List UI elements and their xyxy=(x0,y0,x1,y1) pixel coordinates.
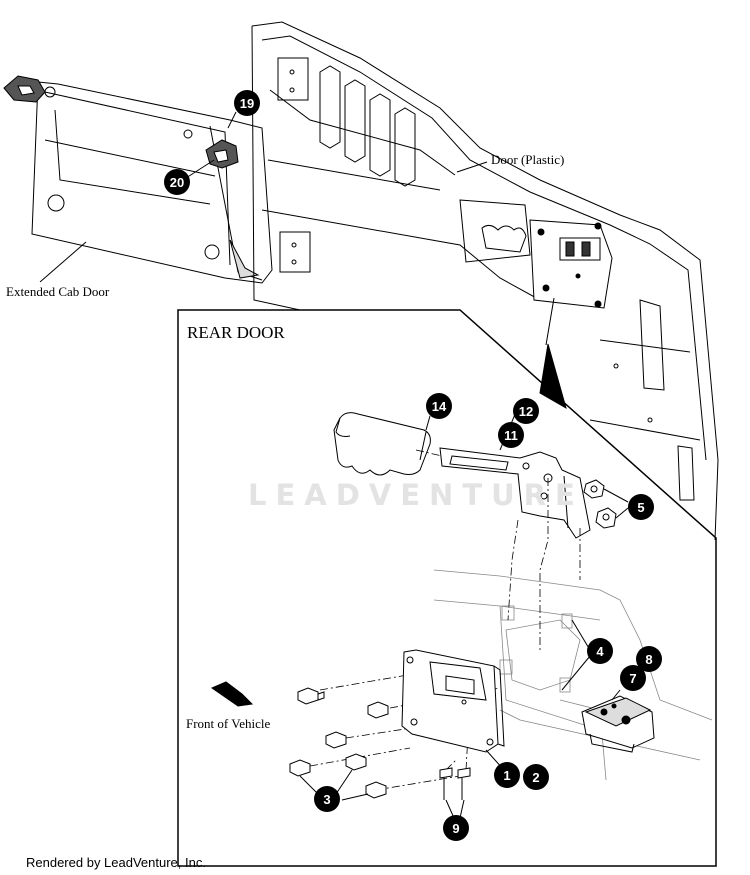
callout-5[interactable]: 5 xyxy=(628,494,654,520)
lever-drawing xyxy=(439,447,591,539)
bracket-drawing xyxy=(401,649,505,753)
inset-title: REAR DOOR xyxy=(187,323,285,342)
callout-9[interactable]: 9 xyxy=(443,815,469,841)
plastic-door-drawing xyxy=(251,21,719,541)
callout-11[interactable]: 11 xyxy=(498,422,524,448)
screw-drawing xyxy=(289,687,471,819)
latch-drawing xyxy=(581,695,655,753)
callout-19[interactable]: 19 xyxy=(234,90,260,116)
footer-credit: Rendered by LeadVenture, Inc. xyxy=(26,855,206,870)
callout-12[interactable]: 12 xyxy=(513,398,539,424)
label-door-plastic: Door (Plastic) xyxy=(491,152,565,167)
callout-7[interactable]: 7 xyxy=(620,665,646,691)
callout-20[interactable]: 20 xyxy=(164,169,190,195)
front-arrow-icon xyxy=(210,681,254,707)
callout-1[interactable]: 1 xyxy=(494,762,520,788)
key-fob-drawing xyxy=(3,75,239,169)
callout-3[interactable]: 3 xyxy=(314,786,340,812)
handle-drawing xyxy=(333,412,431,476)
extended-cab-door-drawing xyxy=(31,81,273,284)
callout-4[interactable]: 4 xyxy=(587,638,613,664)
callout-14[interactable]: 14 xyxy=(426,393,452,419)
nut-drawing xyxy=(583,479,629,529)
callout-2[interactable]: 2 xyxy=(523,764,549,790)
top-leaders xyxy=(39,111,488,283)
watermark: LEADVENTURE xyxy=(248,478,584,512)
inset-frame xyxy=(177,309,717,867)
label-extended-cab-door: Extended Cab Door xyxy=(6,284,110,299)
label-front-of-vehicle: Front of Vehicle xyxy=(186,716,271,731)
